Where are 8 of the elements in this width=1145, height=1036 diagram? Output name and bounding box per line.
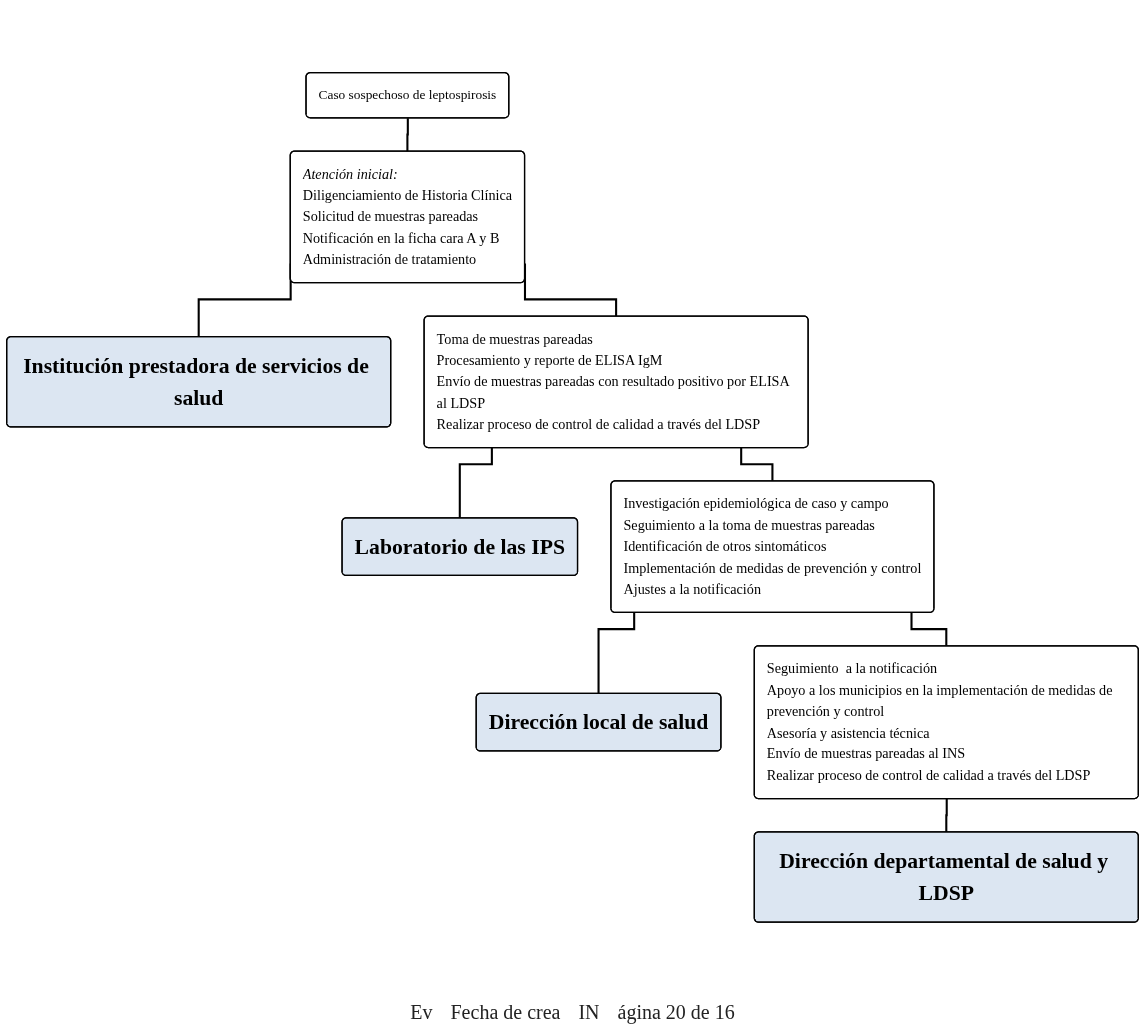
footer-text: Fecha de crea [450,1001,561,1024]
footer-text: ágina 20 de 16 [617,1001,735,1024]
footer-text: Ev [410,1001,433,1024]
connector [406,118,409,153]
connector [597,612,636,695]
footer-text: IN [578,1001,600,1024]
connector [740,448,774,483]
connector [945,799,948,834]
